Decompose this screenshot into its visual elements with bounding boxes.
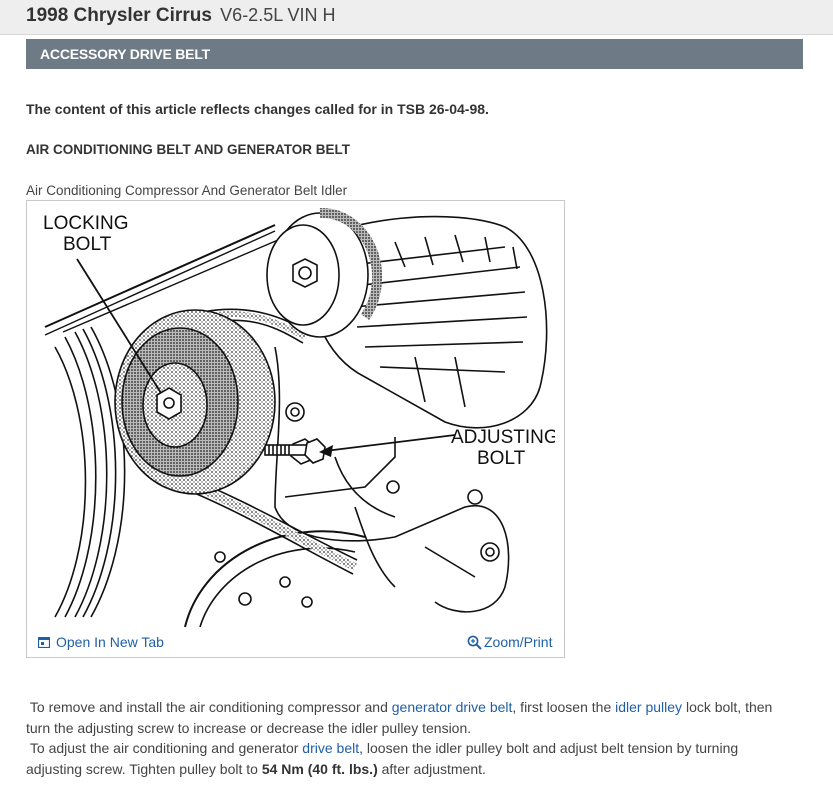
mounting-bracket [274, 346, 510, 613]
crank-pulley [54, 326, 126, 618]
vehicle-name: 1998 Chrysler Cirrus [26, 5, 212, 26]
adjusting-bolt-label-line1: ADJUSTING [451, 427, 555, 448]
section-bar: ACCESSORY DRIVE BELT [26, 39, 803, 69]
article-body: To remove and install the air conditioni… [26, 697, 796, 779]
zoom-print-label: Zoom/Print [484, 634, 553, 650]
torque-value: 54 Nm (40 ft. lbs.) [261, 760, 378, 777]
removal-paragraph: To remove and install the air conditioni… [26, 697, 796, 738]
idler-pulley [114, 309, 276, 495]
section-title: ACCESSORY DRIVE BELT [40, 46, 210, 62]
figure-caption: Air Conditioning Compressor And Generato… [26, 183, 348, 198]
idler-pulley-link[interactable]: idler pulley [615, 699, 683, 715]
locking-bolt-label-line2: BOLT [63, 234, 112, 255]
subsection-heading: AIR CONDITIONING BELT AND GENERATOR BELT [26, 142, 350, 157]
adjusting-bolt-arrowhead [319, 445, 333, 457]
vehicle-engine: V6-2.5L VIN H [220, 5, 336, 25]
tsb-note: The content of this article reflects cha… [26, 101, 489, 117]
vehicle-title: 1998 Chrysler Cirrus V6-2.5L VIN H [26, 5, 336, 27]
page-header: 1998 Chrysler Cirrus V6-2.5L VIN H [0, 0, 833, 35]
open-tab-icon [38, 636, 50, 648]
open-in-new-tab-link[interactable]: Open In New Tab [38, 634, 164, 650]
generator-drive-belt-link[interactable]: generator drive belt [391, 699, 513, 715]
drive-belt-link[interactable]: drive belt [302, 740, 360, 756]
adjust-text-3: after adjustment. [377, 760, 486, 777]
adjustment-paragraph: To adjust the air conditioning and gener… [26, 738, 796, 779]
adjust-text-2: , loosen the idler pulley bolt and adjus… [26, 740, 739, 777]
adjust-text-1: To adjust the air conditioning and gener… [29, 740, 303, 756]
compressor-pulley [184, 530, 366, 627]
adjusting-bolt [264, 438, 326, 464]
removal-text-1: To remove and install the air conditioni… [29, 699, 392, 715]
belt-idler-diagram[interactable]: LOCKING BOLT ADJUSTING BOLT [35, 207, 555, 627]
generator-pulley [266, 207, 383, 338]
zoom-print-link[interactable]: Zoom/Print [467, 634, 552, 650]
figure-frame: LOCKING BOLT ADJUSTING BOLT [26, 200, 565, 658]
locking-bolt-leader [76, 258, 162, 394]
adjusting-bolt-leader [324, 434, 456, 452]
adjusting-bolt-label-line2: BOLT [477, 448, 526, 469]
open-in-new-tab-label: Open In New Tab [56, 634, 164, 650]
locking-bolt-label-line1: LOCKING [43, 213, 129, 234]
zoom-icon [467, 635, 482, 650]
removal-text-3: lock bolt, then turn the adjusting screw… [26, 699, 773, 736]
removal-text-2: , first loosen the [512, 699, 616, 715]
